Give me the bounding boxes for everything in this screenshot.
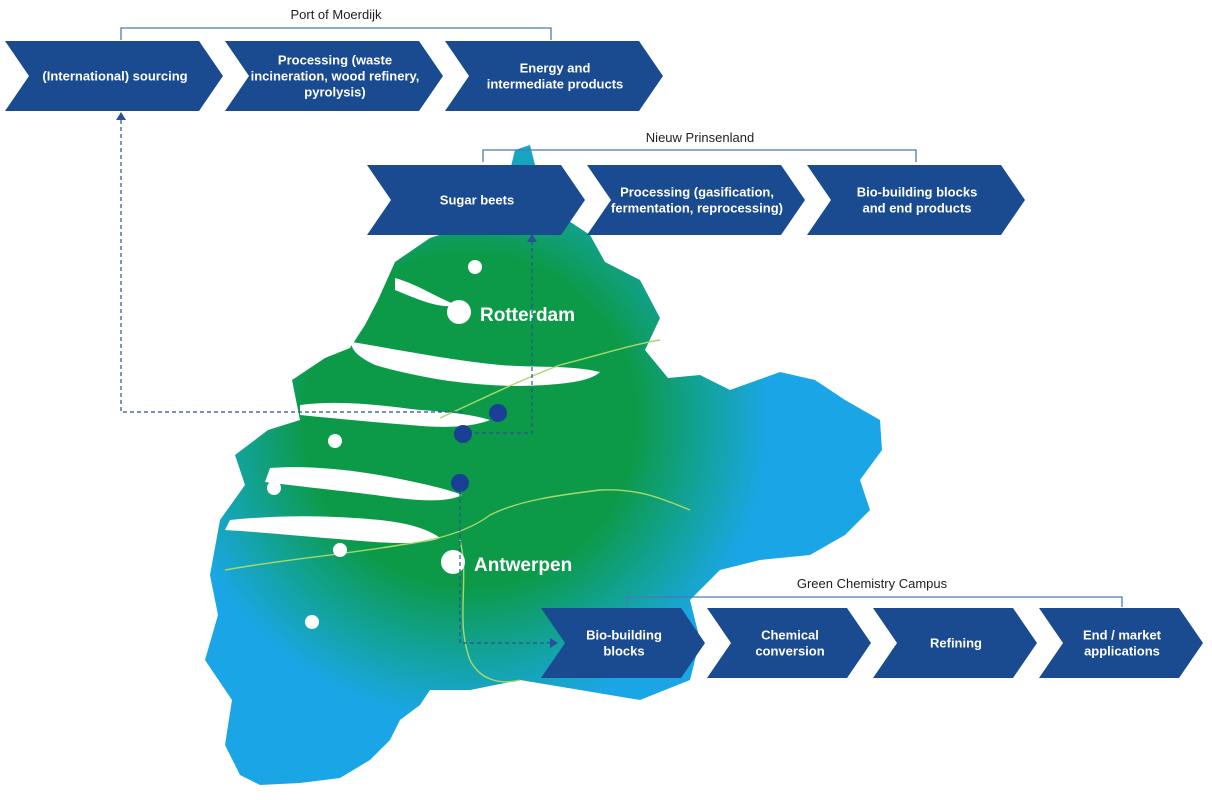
city-marker — [441, 550, 465, 574]
process-step: Refining — [873, 608, 1037, 678]
process-step-label: intermediate products — [487, 77, 624, 92]
process-step-label: (International) sourcing — [42, 69, 187, 84]
process-step-label: Chemical — [761, 628, 819, 643]
connector-green-chemistry-campus — [459, 492, 552, 644]
estuary-haringvliet — [300, 402, 490, 427]
east-border — [459, 539, 521, 683]
group-bracket — [120, 27, 552, 40]
process-step-chevron — [225, 41, 443, 111]
process-step-label: Sugar beets — [440, 193, 514, 208]
town-marker — [267, 481, 281, 495]
connector-lines — [116, 112, 558, 648]
site-marker-moerdijk — [454, 425, 472, 443]
process-step: Processing (gasification,fermentation, r… — [587, 165, 805, 235]
town-markers — [267, 260, 482, 629]
city-marker — [447, 300, 471, 324]
process-step-label: applications — [1084, 644, 1160, 659]
estuary-north — [395, 278, 458, 307]
process-step-chevron — [587, 165, 805, 235]
town-marker — [328, 434, 342, 448]
process-step: (International) sourcing — [5, 41, 223, 111]
arrowhead-nieuw-prinsenland — [527, 234, 537, 242]
process-group-nieuw-prinsenland: Nieuw Prinsenland Sugar beets Processing … — [367, 130, 1025, 235]
process-step-chevron — [873, 608, 1037, 678]
chevron-row: Sugar beets Processing (gasification,ferm… — [367, 165, 1025, 235]
group-label: Port of Moerdijk — [290, 7, 382, 22]
city-rotterdam: Rotterdam — [447, 300, 575, 326]
group-label: Nieuw Prinsenland — [646, 130, 754, 145]
process-step-chevron — [541, 608, 705, 678]
region-map: Rotterdam Antwerpen — [205, 145, 882, 785]
group-label: Green Chemistry Campus — [797, 576, 948, 591]
group-bracket — [482, 149, 917, 162]
region-borders — [224, 339, 691, 683]
process-step-label: incineration, wood refinery, — [251, 69, 420, 84]
process-step-label: End / market — [1083, 628, 1162, 643]
process-step-label: Energy and — [520, 61, 591, 76]
city-label-antwerpen: Antwerpen — [474, 555, 572, 576]
process-step-label: Processing (waste — [278, 53, 392, 68]
land-mass — [205, 145, 882, 785]
process-step-chevron — [445, 41, 663, 111]
connector-moerdijk — [120, 118, 463, 413]
process-step-chevron — [707, 608, 871, 678]
process-step-label: Bio-building blocks — [857, 185, 978, 200]
estuary-oosterschelde — [265, 467, 462, 501]
process-step-label: blocks — [603, 644, 644, 659]
site-markers — [451, 404, 507, 492]
group-bracket — [626, 596, 1123, 607]
process-step-label: Bio-building — [586, 628, 662, 643]
process-group-port-of-moerdijk: Port of Moerdijk (International) sourcin… — [5, 7, 663, 111]
process-step-label: Refining — [930, 636, 982, 651]
arrowhead-moerdijk — [116, 112, 126, 120]
arrowhead-green-chemistry-campus — [550, 638, 558, 648]
site-marker-nieuw-prinsenland — [489, 404, 507, 422]
process-step-chevron — [807, 165, 1025, 235]
estuary-maas — [351, 342, 600, 386]
process-step: Sugar beets — [367, 165, 585, 235]
site-marker-green-chemistry-campus — [451, 474, 469, 492]
town-marker — [468, 260, 482, 274]
process-step-label: Processing (gasification, — [620, 185, 774, 200]
process-step-chevron — [367, 165, 585, 235]
process-step-chevron — [1039, 608, 1203, 678]
waterways — [225, 278, 600, 544]
process-step-label: conversion — [755, 644, 824, 659]
connector-nieuw-prinsenland — [475, 240, 533, 434]
country-border — [224, 489, 691, 571]
town-marker — [333, 543, 347, 557]
town-marker — [305, 615, 319, 629]
process-step-label: fermentation, reprocessing) — [611, 201, 783, 216]
process-group-green-chemistry-campus: Green Chemistry Campus Bio-buildingblock… — [541, 576, 1203, 678]
city-antwerpen: Antwerpen — [441, 550, 572, 576]
process-step-chevron — [5, 41, 223, 111]
chevron-row: (International) sourcing Processing (wast… — [5, 41, 663, 111]
process-step-label: and end products — [862, 201, 971, 216]
chevron-row: Bio-buildingblocksChemicalconversionRefi… — [541, 608, 1203, 678]
city-label-rotterdam: Rotterdam — [480, 305, 575, 326]
process-step-label: pyrolysis) — [304, 85, 365, 100]
province-border — [439, 339, 661, 419]
estuary-westerschelde — [225, 516, 440, 544]
